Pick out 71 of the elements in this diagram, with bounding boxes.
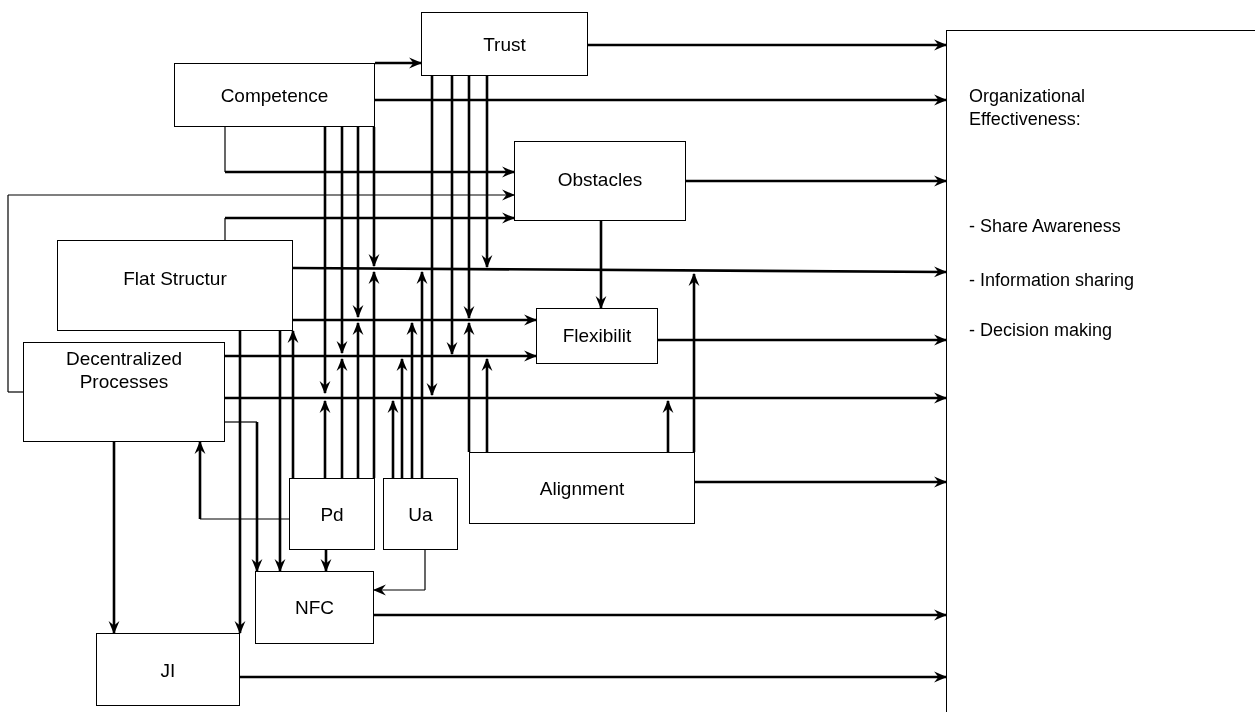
node-label: Decentralized Processes <box>64 347 184 393</box>
process-box <box>514 141 686 221</box>
arrow <box>688 272 700 452</box>
process-box <box>174 63 375 127</box>
process-box <box>469 452 695 524</box>
arrow <box>240 671 948 683</box>
arrow <box>224 212 516 241</box>
node-label: Obstacles <box>556 168 644 191</box>
arrow <box>336 127 348 355</box>
arrow <box>320 550 332 573</box>
arrow <box>481 76 493 269</box>
node-label: Competence <box>219 84 330 107</box>
arrow <box>293 266 948 278</box>
arrow <box>426 76 438 397</box>
arrow <box>481 357 493 452</box>
node-label: NFC <box>293 596 336 619</box>
arrow <box>374 609 948 621</box>
arrow <box>274 331 286 573</box>
node-label: Pd <box>319 503 345 526</box>
arrow <box>686 175 948 187</box>
node-label: JI <box>159 659 177 682</box>
arrow <box>225 392 948 404</box>
process-box <box>23 342 225 442</box>
arrow <box>463 76 475 320</box>
box-heading: Organizational Effectiveness: <box>969 85 1087 131</box>
arrow <box>375 57 423 69</box>
arrow <box>108 442 120 635</box>
outcome-box <box>946 30 1255 712</box>
process-box <box>96 633 240 706</box>
arrow <box>387 399 399 478</box>
bullet-item: - Share Awareness <box>969 215 1122 238</box>
process-box <box>255 571 374 644</box>
arrow <box>372 549 426 596</box>
node-label: Trust <box>482 33 527 56</box>
arrow <box>368 127 380 268</box>
arrow <box>336 357 348 478</box>
arrow <box>194 440 290 520</box>
arrow <box>352 127 364 319</box>
process-box <box>57 240 293 331</box>
arrow <box>695 476 948 488</box>
arrow <box>595 221 607 310</box>
arrow <box>416 270 428 478</box>
process-box <box>421 12 588 76</box>
node-label: Flat Structur <box>122 267 228 290</box>
arrow <box>375 94 948 106</box>
arrow <box>7 189 516 393</box>
bullet-item: - Information sharing <box>969 269 1136 292</box>
arrow <box>368 270 380 478</box>
arrow <box>406 321 418 478</box>
arrow <box>287 329 299 478</box>
arrow <box>224 421 263 573</box>
arrow <box>225 350 538 362</box>
arrow <box>293 314 538 326</box>
node-label: Flexibilit <box>561 324 633 347</box>
node-label: Alignment <box>538 477 626 500</box>
arrow <box>588 39 948 51</box>
arrow <box>658 334 948 346</box>
arrow <box>319 399 331 478</box>
arrow <box>234 331 246 635</box>
bullet-item: - Decision making <box>969 319 1114 342</box>
arrow <box>463 321 475 452</box>
arrow <box>352 321 364 478</box>
process-box <box>289 478 375 550</box>
arrow <box>662 399 674 452</box>
process-box <box>383 478 458 550</box>
arrow <box>446 76 458 356</box>
arrow <box>224 126 516 178</box>
arrow <box>319 127 331 395</box>
node-label: Ua <box>407 503 434 526</box>
arrow <box>396 357 408 478</box>
process-box <box>536 308 658 364</box>
